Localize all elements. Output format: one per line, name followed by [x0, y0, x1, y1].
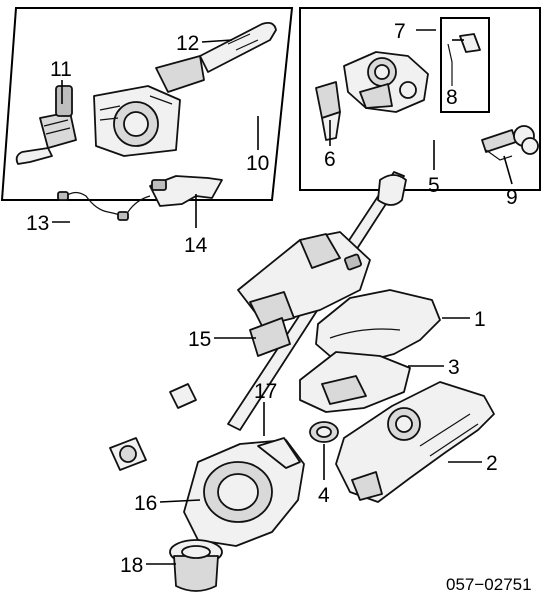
column-boot-part: [183, 437, 305, 547]
lower-column-cover-part: [335, 381, 495, 503]
seal-ring-part: [309, 421, 339, 443]
key-set-part: [481, 125, 539, 161]
callout-2: 2: [486, 452, 498, 475]
callout-18: 18: [120, 554, 143, 577]
callout-5: 5: [428, 174, 440, 197]
callout-10: 10: [246, 152, 269, 175]
ignition-lock-group-box: [299, 7, 541, 191]
callout-16: 16: [134, 492, 157, 515]
callout-11: 11: [50, 58, 72, 81]
column-cover-piece-part: [299, 351, 411, 413]
callout-17: 17: [254, 380, 277, 403]
steering-column-shaft-part: [109, 171, 407, 471]
callout-14: 14: [184, 234, 208, 257]
callout-8: 8: [446, 86, 458, 109]
callout-1: 1: [474, 308, 486, 331]
diagram-code: 057−02751: [446, 575, 532, 594]
leader-lines: [52, 29, 513, 565]
callout-12: 12: [176, 32, 199, 55]
callout-7: 7: [394, 20, 406, 43]
combination-switch-group-box: [0, 7, 294, 201]
callout-15: 15: [188, 328, 211, 351]
key-cylinder-detail-box: [440, 17, 490, 113]
turn-signal-switch-part: [15, 85, 77, 165]
grommet-part: [169, 539, 223, 592]
callout-3: 3: [448, 356, 460, 379]
callout-9: 9: [506, 186, 518, 209]
switch-bracket-part: [127, 175, 223, 213]
upper-column-cover-part: [315, 289, 441, 363]
key-cylinder-part: [447, 33, 481, 86]
ignition-switch-part: [315, 81, 341, 141]
wire-harness-part: [57, 191, 129, 221]
callout-6: 6: [324, 148, 336, 171]
combination-switch-part: [93, 21, 277, 157]
callout-13: 13: [26, 212, 49, 235]
callout-4: 4: [318, 484, 330, 507]
ignition-lock-housing-part: [343, 51, 429, 113]
